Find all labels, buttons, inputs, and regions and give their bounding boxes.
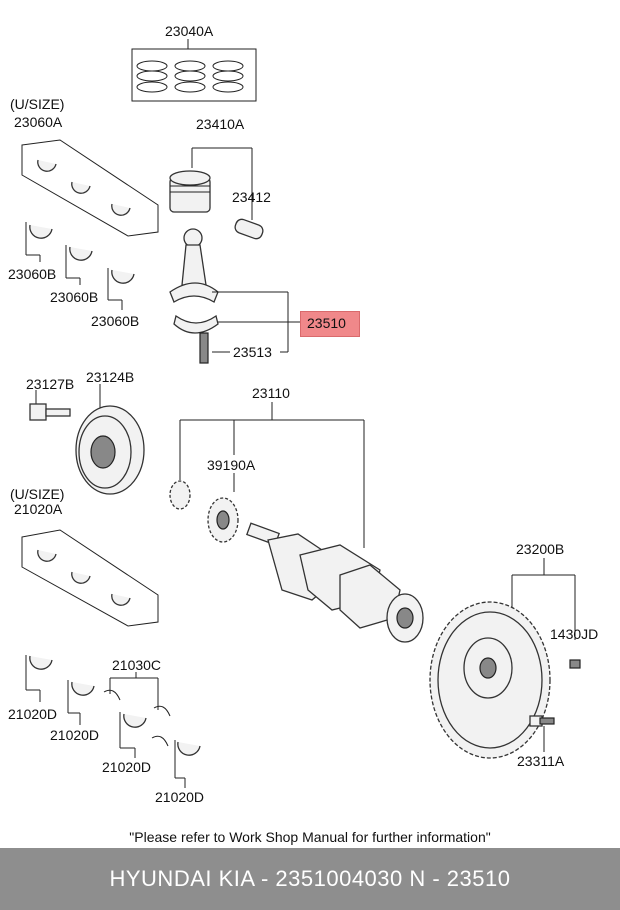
label-39190a: 39190A (207, 457, 256, 473)
label-21020d-2: 21020D (50, 727, 100, 743)
label-21020d-4: 21020D (155, 789, 205, 805)
exploded-view-drawing (21, 39, 581, 788)
label-usize-rod: (U/SIZE) (10, 96, 65, 112)
connecting-rod-icon (169, 228, 300, 364)
label-23110: 23110 (252, 385, 290, 401)
label-23410a: 23410A (196, 116, 245, 132)
label-23412: 23412 (232, 189, 271, 205)
rod-bearing-icons (25, 222, 135, 310)
label-23060a: 23060A (14, 114, 63, 130)
crank-pulley-icon (29, 384, 145, 495)
label-23060b-3: 23060B (91, 313, 140, 329)
label-23060b-1: 23060B (8, 266, 57, 282)
part-number-footer: HYUNDAI KIA - 2351004030 N - 23510 (0, 848, 620, 910)
main-bearing-set-icon (21, 529, 159, 627)
label-23060b-2: 23060B (50, 289, 99, 305)
label-21030c: 21030C (112, 657, 162, 673)
main-bearing-icons (25, 655, 201, 788)
sprocket-icon (169, 480, 239, 543)
piston-icon (169, 147, 264, 240)
workshop-note: "Please refer to Work Shop Manual for fu… (129, 829, 491, 845)
crankshaft-icon (246, 522, 424, 643)
highlight-box (300, 311, 360, 337)
label-23200b: 23200B (516, 541, 565, 557)
flywheel-icon (429, 558, 581, 759)
label-23124b: 23124B (86, 369, 135, 385)
label-23040a: 23040A (165, 23, 214, 39)
label-1430jd: 1430JD (550, 626, 599, 642)
label-21020a: 21020A (14, 501, 63, 517)
piston-rings-icon (131, 39, 257, 102)
label-23510[interactable]: 23510 (307, 315, 346, 331)
label-usize-main: (U/SIZE) (10, 486, 65, 502)
label-23311a: 23311A (517, 753, 565, 769)
rod-bearing-set-icon (21, 139, 159, 237)
label-21020d-1: 21020D (8, 706, 58, 722)
label-21020d-3: 21020D (102, 759, 152, 775)
parts-diagram (21, 39, 581, 788)
label-23513: 23513 (233, 344, 272, 360)
label-23127b: 23127B (26, 376, 75, 392)
crankshaft-bracket (179, 402, 365, 548)
